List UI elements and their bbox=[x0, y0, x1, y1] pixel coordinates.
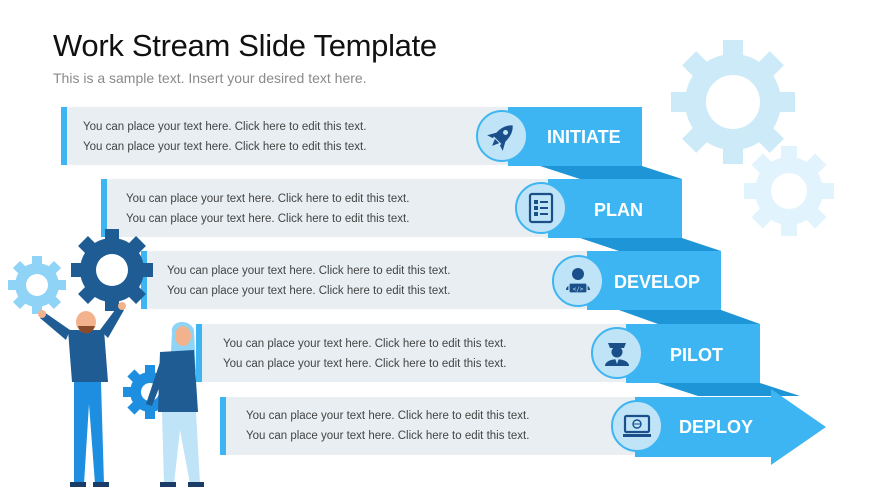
woman-figure bbox=[146, 321, 204, 487]
ribbon-fold bbox=[540, 166, 682, 179]
bar-accent-stripe bbox=[196, 324, 202, 382]
ribbon-plan[interactable] bbox=[548, 179, 682, 238]
stage-text-line: You can place your text here. Click here… bbox=[167, 265, 451, 277]
ribbon-fold bbox=[580, 238, 721, 251]
stage-label-initiate: INITIATE bbox=[547, 127, 621, 147]
rocket-icon bbox=[487, 125, 513, 151]
bar-accent-stripe bbox=[101, 179, 107, 237]
large-gear-icon bbox=[671, 40, 795, 164]
stage-text-line: You can place your text here. Click here… bbox=[246, 410, 530, 422]
stage-text-line: You can place your text here. Click here… bbox=[167, 285, 451, 297]
man-figure bbox=[38, 302, 126, 487]
stage-bar-initiate[interactable]: You can place your text here. Click here… bbox=[61, 107, 516, 165]
stage-text-line: You can place your text here. Click here… bbox=[246, 430, 530, 442]
developer-icon: </> bbox=[566, 268, 590, 294]
stage-text-line: You can place your text here. Click here… bbox=[126, 193, 410, 205]
stage-text-line: You can place your text here. Click here… bbox=[223, 338, 507, 350]
stage-text-line: You can place your text here. Click here… bbox=[83, 121, 367, 133]
ribbon-deploy-arrow[interactable] bbox=[635, 389, 826, 465]
bar-accent-stripe bbox=[220, 397, 226, 455]
stage-text-line: You can place your text here. Click here… bbox=[223, 358, 507, 370]
slide-subtitle: This is a sample text. Insert your desir… bbox=[53, 70, 367, 86]
checklist-icon bbox=[528, 192, 554, 224]
pilot-icon bbox=[605, 343, 629, 366]
svg-text:</>: </> bbox=[573, 286, 584, 293]
stage-label-pilot: PILOT bbox=[670, 345, 723, 365]
slide-title: Work Stream Slide Template bbox=[53, 28, 437, 63]
stage-label-deploy: DEPLOY bbox=[679, 417, 754, 437]
ribbon-initiate[interactable] bbox=[508, 107, 642, 166]
stage-bar-plan[interactable]: You can place your text here. Click here… bbox=[101, 179, 556, 237]
icon-circle bbox=[552, 255, 604, 307]
bar-accent-stripe bbox=[141, 251, 147, 309]
ribbon-fold bbox=[619, 310, 760, 324]
stage-bar-develop[interactable]: You can place your text here. Click here… bbox=[141, 251, 596, 309]
ribbon-develop[interactable] bbox=[587, 251, 721, 310]
ribbon-pilot[interactable] bbox=[626, 324, 760, 383]
stage-label-develop: DEVELOP bbox=[614, 272, 701, 292]
dark-gear-icon bbox=[71, 229, 153, 311]
monitor-icon bbox=[623, 414, 651, 437]
stage-bar-deploy[interactable]: You can place your text here. Click here… bbox=[220, 397, 675, 455]
ribbon-fold bbox=[658, 383, 800, 396]
stage-text-line: You can place your text here. Click here… bbox=[126, 213, 410, 225]
stage-bar-pilot[interactable]: You can place your text here. Click here… bbox=[196, 324, 636, 382]
stage-text-line: You can place your text here. Click here… bbox=[83, 141, 367, 153]
light-gear-icon bbox=[8, 256, 66, 314]
stage-label-plan: PLAN bbox=[594, 200, 643, 220]
bar-accent-stripe bbox=[61, 107, 67, 165]
